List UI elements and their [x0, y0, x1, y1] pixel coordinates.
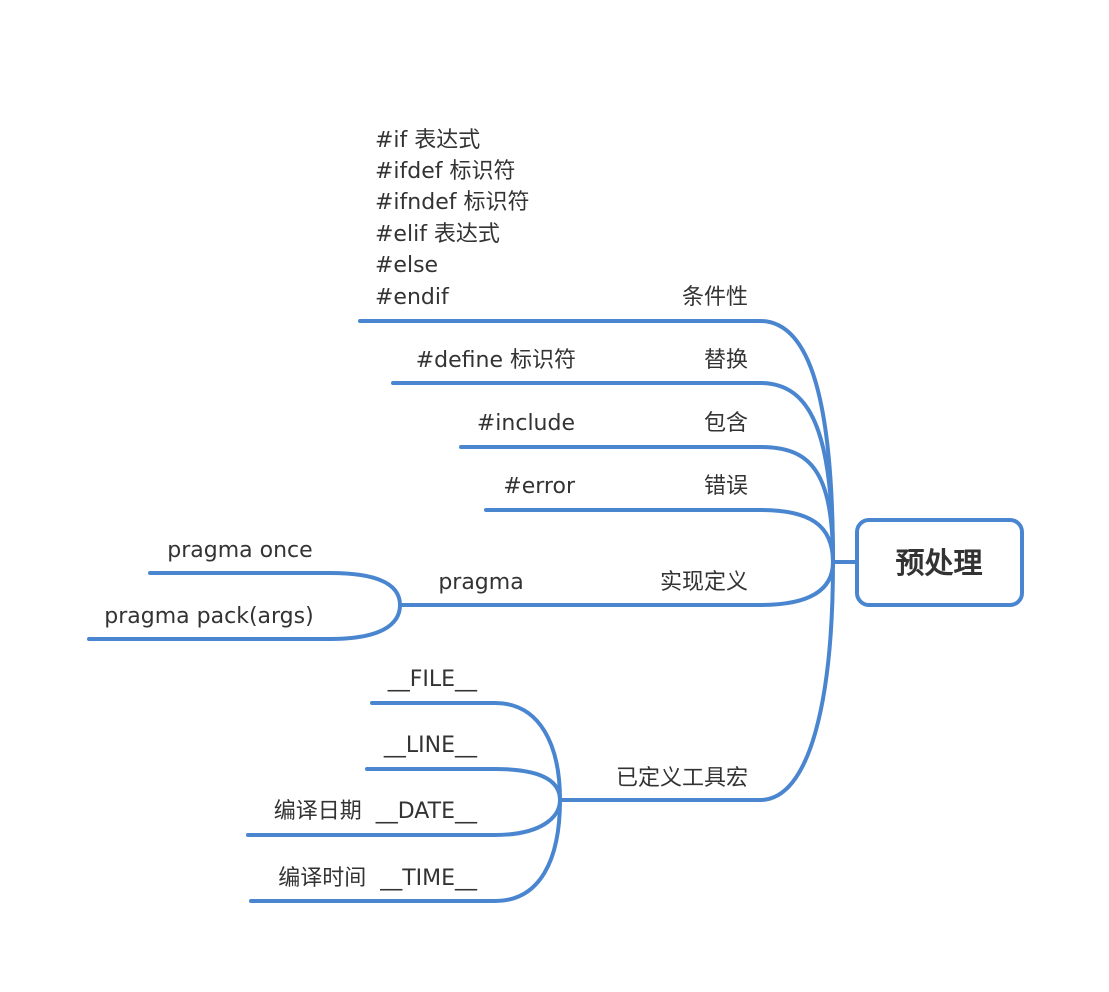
branch-label-error[interactable]: 错误	[704, 474, 748, 499]
pragma-connector-pack	[87, 603, 402, 641]
pragma-node-label[interactable]: pragma	[438, 570, 523, 595]
branch-connector-replace	[391, 381, 835, 564]
macro-date-label[interactable]: 编译日期 __DATE__	[274, 799, 478, 824]
pragma-once-label[interactable]: pragma once	[167, 538, 312, 563]
pragma-pack-label[interactable]: pragma pack(args)	[104, 604, 313, 629]
root-node-label: 预处理	[895, 546, 982, 580]
branch-label-conditional[interactable]: 条件性	[682, 285, 748, 310]
detail-define: #define 标识符	[416, 348, 576, 373]
detail-elif: #elif 表达式	[375, 222, 500, 247]
root-node-box[interactable]	[855, 518, 1024, 607]
branch-label-impl[interactable]: 实现定义	[660, 570, 748, 595]
branch-connector-include	[459, 445, 835, 564]
detail-endif: #endif	[375, 285, 450, 310]
branch-connector-error	[484, 508, 835, 564]
detail-else: #else	[375, 253, 438, 278]
macro-connector-line	[365, 767, 562, 802]
detail-ifndef: #ifndef 标识符	[375, 190, 529, 215]
pragma-connector-once	[148, 571, 402, 607]
branch-connector-macros	[558, 560, 835, 802]
macro-file-label[interactable]: __FILE__	[387, 667, 478, 692]
detail-error: #error	[503, 474, 576, 499]
branch-label-macros[interactable]: 已定义工具宏	[616, 766, 748, 791]
macro-connector-time	[249, 798, 562, 903]
detail-if: #if 表达式	[375, 128, 480, 153]
detail-include: #include	[477, 411, 575, 436]
macro-time-label[interactable]: 编译时间 __TIME__	[278, 866, 478, 891]
macro-line-label[interactable]: __LINE__	[383, 733, 478, 758]
detail-ifdef: #ifdef 标识符	[375, 159, 516, 184]
branch-label-include[interactable]: 包含	[704, 411, 748, 436]
branch-label-replace[interactable]: 替换	[704, 348, 748, 373]
macro-connector-file	[370, 701, 562, 802]
